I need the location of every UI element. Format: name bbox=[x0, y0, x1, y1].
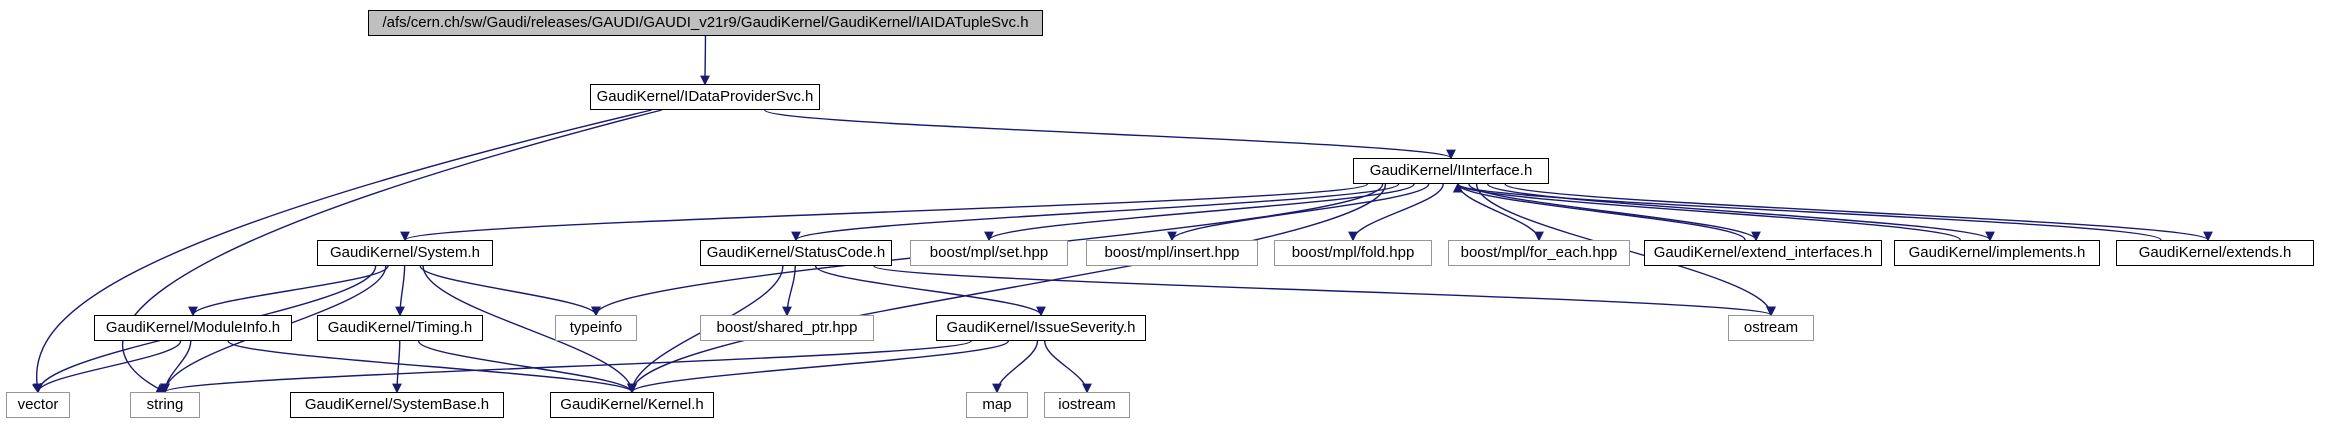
graph-node-issueseverity[interactable]: GaudiKernel/IssueSeverity.h bbox=[936, 315, 1146, 341]
edge-timing-to-systembase bbox=[392, 340, 402, 394]
edge-issueseverity-to-map bbox=[992, 340, 1039, 394]
edge-idataprovidersvc-to-vector bbox=[31, 109, 652, 394]
graph-node-system[interactable]: GaudiKernel/System.h bbox=[317, 240, 493, 266]
graph-node-typeinfo[interactable]: typeinfo bbox=[555, 315, 637, 341]
edge-extends-to-iinterface bbox=[1453, 182, 2162, 241]
graph-node-iinterface[interactable]: GaudiKernel/IInterface.h bbox=[1353, 158, 1549, 184]
edge-statuscode-to-shared_ptr bbox=[782, 265, 796, 317]
edge-moduleinfo-to-kernel bbox=[227, 340, 637, 394]
graph-node-vector[interactable]: vector bbox=[6, 392, 70, 418]
edge-iinterface-to-extends bbox=[1504, 183, 2213, 242]
edge-implements-to-iinterface bbox=[1453, 182, 1962, 241]
graph-node-statuscode[interactable]: GaudiKernel/StatusCode.h bbox=[700, 240, 892, 266]
edge-system-to-timing bbox=[395, 265, 406, 317]
edge-issueseverity-to-kernel bbox=[627, 340, 1009, 394]
graph-node-implements[interactable]: GaudiKernel/implements.h bbox=[1894, 240, 2100, 266]
graph-node-idataprovidersvc[interactable]: GaudiKernel/IDataProviderSvc.h bbox=[590, 84, 820, 110]
graph-node-timing[interactable]: GaudiKernel/Timing.h bbox=[317, 315, 483, 341]
graph-node-moduleinfo[interactable]: GaudiKernel/ModuleInfo.h bbox=[94, 315, 292, 341]
edge-iinterface-to-mpl_set bbox=[984, 183, 1415, 242]
edge-timing-to-kernel bbox=[417, 340, 637, 394]
edge-system-to-typeinfo bbox=[419, 265, 601, 317]
graph-node-mpl_for_each[interactable]: boost/mpl/for_each.hpp bbox=[1448, 240, 1630, 266]
edge-iinterface-to-kernel bbox=[627, 183, 1387, 394]
edge-iinterface-to-system bbox=[400, 183, 1369, 242]
graph-node-iaidatuplesvc[interactable]: /afs/cern.ch/sw/Gaudi/releases/GAUDI/GAU… bbox=[368, 10, 1043, 36]
graph-node-mpl_fold[interactable]: boost/mpl/fold.hpp bbox=[1274, 240, 1432, 266]
graph-node-systembase[interactable]: GaudiKernel/SystemBase.h bbox=[290, 392, 504, 418]
edge-statuscode-to-issueseverity bbox=[814, 265, 1046, 317]
graph-node-extends[interactable]: GaudiKernel/extends.h bbox=[2116, 240, 2314, 266]
graph-node-kernel[interactable]: GaudiKernel/Kernel.h bbox=[550, 392, 714, 418]
edge-issueseverity-to-string bbox=[160, 340, 972, 394]
edge-system-to-moduleinfo bbox=[188, 265, 389, 317]
graph-node-shared_ptr[interactable]: boost/shared_ptr.hpp bbox=[700, 315, 874, 341]
edge-statuscode-to-ostream bbox=[873, 265, 1776, 317]
edge-system-to-kernel bbox=[422, 265, 637, 394]
edge-idataprovidersvc-to-string bbox=[121, 109, 662, 393]
edge-iinterface-to-mpl_insert bbox=[1167, 183, 1430, 242]
graph-node-mpl_insert[interactable]: boost/mpl/insert.hpp bbox=[1086, 240, 1258, 266]
graph-node-mpl_set[interactable]: boost/mpl/set.hpp bbox=[910, 240, 1068, 266]
edge-idataprovidersvc-to-iinterface bbox=[763, 109, 1456, 160]
edge-iinterface-to-statuscode bbox=[791, 183, 1400, 242]
graph-node-extend_interfaces[interactable]: GaudiKernel/extend_interfaces.h bbox=[1644, 240, 1882, 266]
graph-node-string[interactable]: string bbox=[130, 392, 200, 418]
edge-extend_interfaces-to-iinterface bbox=[1453, 182, 1746, 241]
edge-moduleinfo-to-vector bbox=[33, 340, 182, 394]
graph-node-map[interactable]: map bbox=[966, 392, 1028, 418]
graph-node-iostream[interactable]: iostream bbox=[1044, 392, 1130, 418]
edge-iinterface-to-mpl_fold bbox=[1348, 183, 1444, 242]
graph-node-ostream[interactable]: ostream bbox=[1728, 315, 1814, 341]
edge-iinterface-to-implements bbox=[1486, 183, 1995, 242]
edge-issueseverity-to-iostream bbox=[1043, 340, 1092, 394]
